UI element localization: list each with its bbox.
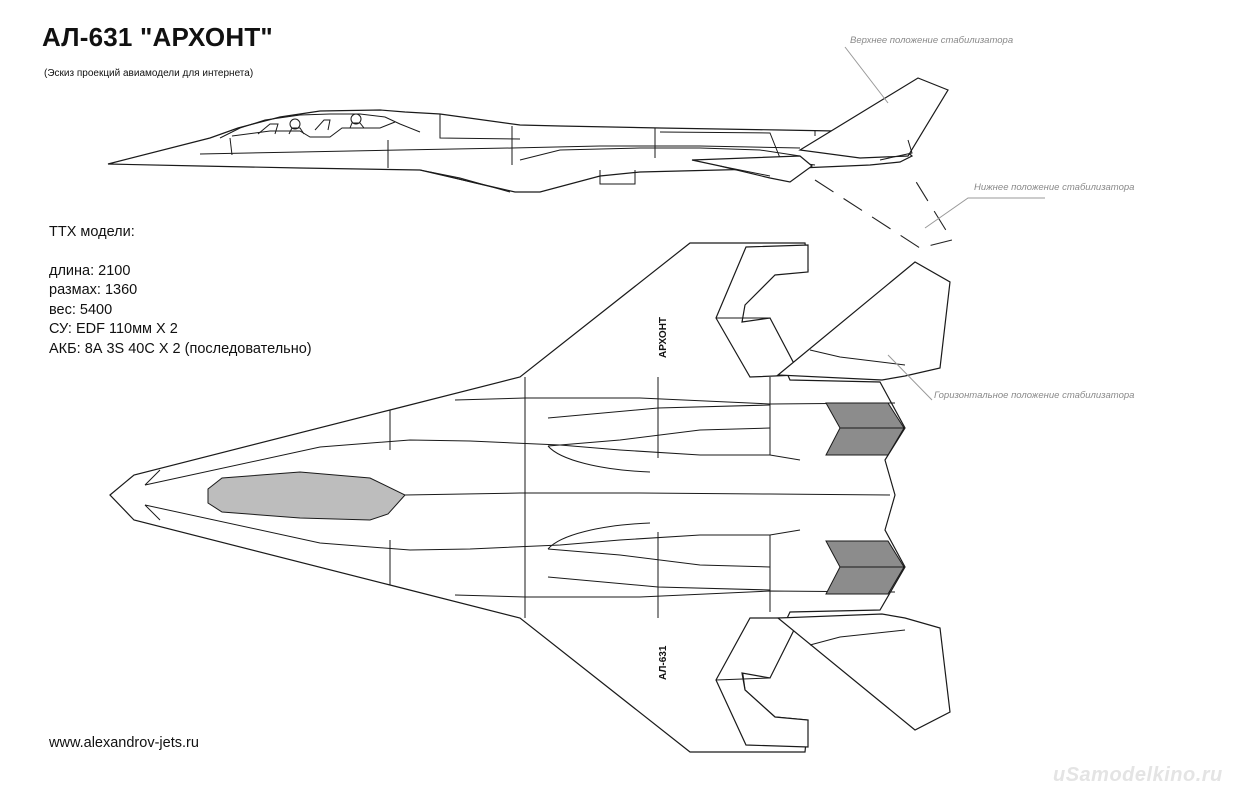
watermark: uSamodelkino.ru [1053, 764, 1223, 786]
specs-block: ТТХ модели: длина: 2100 размах: 1360 вес… [49, 223, 312, 359]
pilot-rear [350, 113, 362, 125]
horizontal-leader [887, 354, 933, 401]
top-canopy [207, 471, 406, 521]
spec-powerplant: СУ: EDF 110мм Х 2 [49, 321, 178, 337]
top-horizontal-stab-lower [776, 613, 951, 731]
spec-weight: вес: 5400 [49, 301, 113, 318]
wing-label-upper: АРХОНТ [658, 317, 669, 358]
top-planform [109, 242, 906, 753]
side-upper-stabilizer [798, 77, 949, 159]
spec-length: длина: 2100 [49, 262, 131, 279]
horizontal-stabilizer-note: Горизонтальное положение стабилизатора [934, 390, 1135, 401]
side-view [107, 46, 1045, 249]
top-view: АРХОНТ АЛ-631 [109, 242, 951, 753]
upper-leader [844, 46, 889, 104]
spec-span: размах: 1360 [49, 282, 138, 298]
top-horizontal-stab-upper [776, 261, 951, 381]
pilot-front [289, 118, 301, 130]
page-title: АЛ-631 "АРХОНТ" [42, 22, 273, 52]
lower-stabilizer-note: Нижнее положение стабилизатора [974, 182, 1135, 193]
lower-leader [924, 197, 1045, 229]
website-link[interactable]: www.alexandrov-jets.ru [49, 735, 199, 751]
side-lower-stabilizer [814, 171, 953, 249]
upper-stabilizer-note: Верхнее положение стабилизатора [850, 35, 1014, 46]
wing-label-lower: АЛ-631 [658, 645, 669, 680]
side-canopy [219, 113, 421, 139]
spec-battery: АКБ: 8А 3S 40C X 2 (последовательно) [49, 340, 312, 357]
specs-heading: ТТХ модели: [49, 224, 135, 240]
page-subtitle: (Эскиз проекций авиамодели для интернета… [44, 68, 254, 79]
